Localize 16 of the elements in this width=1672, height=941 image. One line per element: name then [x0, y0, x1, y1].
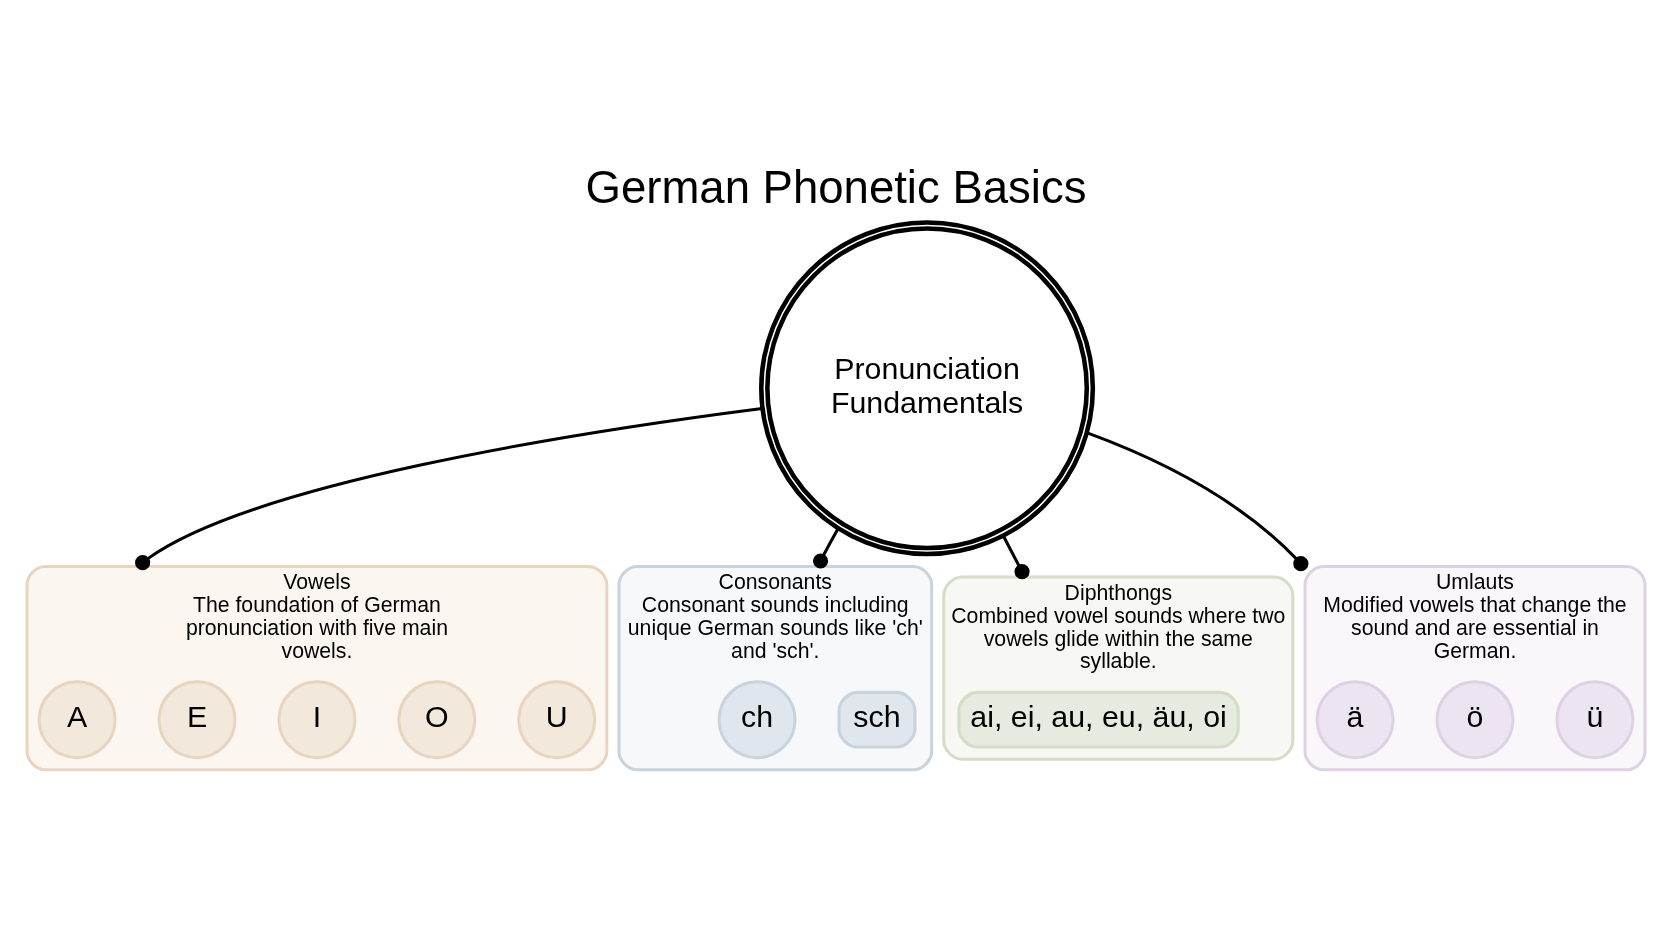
connector	[135, 406, 763, 570]
node-circle: U	[517, 679, 597, 759]
node-circle: A	[37, 679, 117, 759]
diagram-title: German Phonetic Basics	[585, 161, 1087, 213]
connector	[1001, 534, 1030, 579]
connector	[812, 527, 840, 569]
node-circle: ü	[1555, 679, 1635, 759]
node-circle: E	[157, 679, 237, 759]
node-box: sch	[837, 690, 917, 749]
node-circle: ä	[1315, 679, 1395, 759]
node-circle: O	[397, 679, 477, 759]
node-circle: ch	[717, 679, 797, 759]
node-circle: ö	[1435, 679, 1515, 759]
node-box: ai, ei, au, eu, äu, oi	[957, 690, 1240, 749]
node-circle: I	[277, 679, 357, 759]
connector	[1086, 431, 1309, 571]
